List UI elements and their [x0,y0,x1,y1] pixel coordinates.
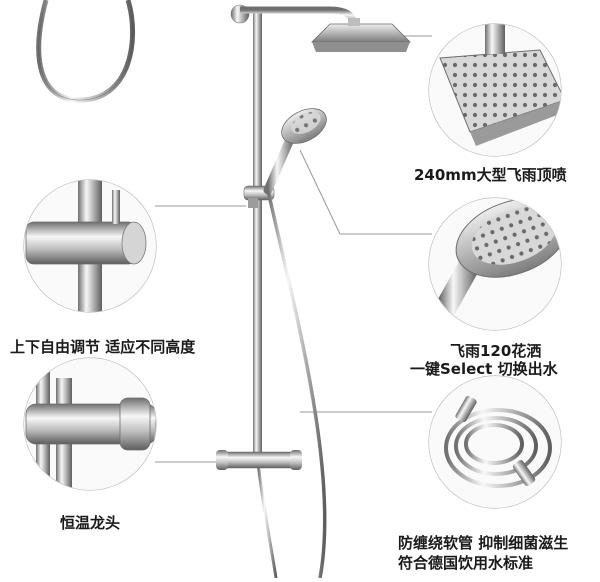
detail-circle-hose [428,375,562,509]
label-hand-shower-1: 飞雨120花洒 [450,342,542,360]
detail-circle-rain-head [428,23,562,157]
hose-loop [36,0,136,103]
label-hose-1: 防缠绕软管 抑制细菌滋生 [398,534,569,552]
detail-circle-bracket [23,179,157,313]
label-thermostat: 恒温龙头 [60,514,121,532]
label-hose-2: 符合德国饮用水标准 [398,554,534,572]
thermostat-valve [216,450,302,470]
rain-shower-head [311,18,411,52]
hand-shower [263,108,327,195]
label-height-adjust: 上下自由调节 适应不同高度 [10,338,196,356]
shower-hose [266,189,327,579]
riser-pipe [253,12,262,457]
leader-lines [155,35,432,463]
detail-circle-hand-shower [428,197,562,331]
label-hand-shower-2: 一键Select 切换出水 [410,360,558,378]
detail-circle-thermostat [23,357,157,491]
label-rain-head: 240mm大型飞雨顶喷 [414,166,567,184]
